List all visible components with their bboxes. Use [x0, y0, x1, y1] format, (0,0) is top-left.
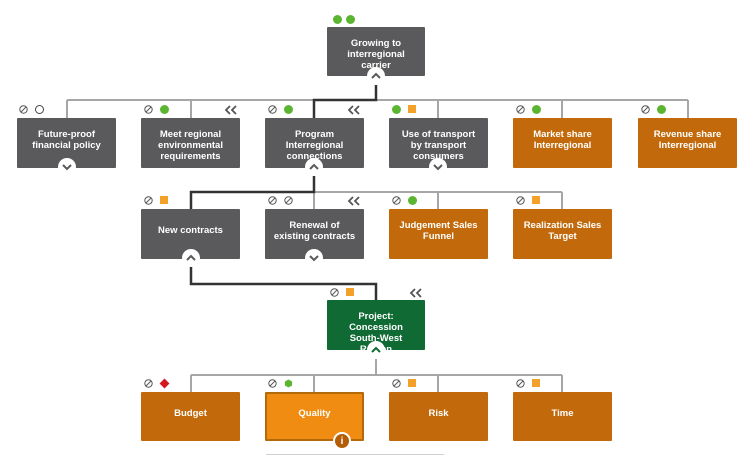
chevron-up-icon — [309, 163, 319, 170]
status-orange-square — [408, 379, 416, 387]
not-applicable-icon — [516, 379, 525, 388]
status-green-dot — [657, 105, 666, 114]
divider — [266, 454, 444, 455]
status-green-dot — [392, 105, 401, 114]
info-icon[interactable]: i — [333, 432, 351, 450]
node-time[interactable]: Time — [513, 392, 612, 441]
double-chevron-left-icon[interactable] — [409, 288, 423, 298]
node-budget[interactable]: Budget — [141, 392, 240, 441]
not-applicable-icon — [641, 105, 650, 114]
connector-active-path-1 — [312, 82, 378, 118]
collapse-toggle[interactable] — [182, 249, 200, 267]
chevron-down-icon — [62, 164, 72, 171]
node-judgement-sales[interactable]: Judgement Sales Funnel — [389, 209, 488, 259]
node-quality[interactable]: Quality — [265, 392, 364, 441]
chevron-up-icon — [371, 346, 381, 353]
not-applicable-icon — [330, 288, 339, 297]
connector-level2 — [191, 191, 563, 209]
status-green-dot — [408, 196, 417, 205]
status-green-hexagon-icon — [284, 379, 293, 388]
not-applicable-icon — [268, 105, 277, 114]
node-title: Budget — [174, 408, 207, 419]
node-title: Revenue share Interregional — [653, 129, 722, 151]
connector-level1 — [66, 99, 689, 118]
node-title: Renewal of existing contracts — [273, 220, 356, 242]
not-applicable-icon — [268, 196, 277, 205]
expand-toggle[interactable] — [58, 158, 76, 176]
node-title: Judgement Sales Funnel — [399, 220, 478, 242]
node-market-share[interactable]: Market share Interregional — [513, 118, 612, 168]
expand-toggle[interactable] — [429, 158, 447, 176]
node-title: Program Interregional connections — [285, 129, 344, 162]
not-applicable-icon — [284, 196, 293, 205]
status-orange-square — [160, 196, 168, 204]
node-title: Quality — [298, 408, 331, 419]
double-chevron-left-icon[interactable] — [347, 105, 361, 115]
node-risk[interactable]: Risk — [389, 392, 488, 441]
status-orange-square — [346, 288, 354, 296]
node-title: Use of transport by transport consumers — [401, 129, 476, 162]
chevron-down-icon — [433, 164, 443, 171]
node-title: Time — [551, 408, 574, 419]
chevron-up-icon — [186, 254, 196, 261]
node-title: Future-proof financial policy — [32, 129, 101, 151]
not-applicable-icon — [268, 379, 277, 388]
not-applicable-icon — [392, 379, 401, 388]
node-title: New contracts — [158, 225, 223, 236]
not-applicable-icon — [516, 105, 525, 114]
chevron-up-icon — [371, 72, 381, 79]
expand-toggle[interactable] — [305, 249, 323, 267]
node-use-of-transport[interactable]: Use of transport by transport consumers — [389, 118, 488, 168]
node-title: Market share Interregional — [533, 129, 592, 151]
collapse-toggle[interactable] — [367, 67, 385, 85]
status-red-diamond — [159, 378, 170, 389]
not-applicable-icon — [392, 196, 401, 205]
info-glyph: i — [340, 435, 344, 447]
connector-level3 — [190, 355, 563, 392]
connector-active-path-2 — [189, 176, 316, 209]
chevron-down-icon — [309, 255, 319, 262]
not-applicable-icon — [144, 105, 153, 114]
status-green-dot — [160, 105, 169, 114]
node-title: Risk — [428, 408, 449, 419]
node-title: Growing to interregional carrier — [347, 38, 405, 71]
collapse-toggle[interactable] — [367, 341, 385, 359]
status-green-dot — [532, 105, 541, 114]
not-applicable-icon — [516, 196, 525, 205]
not-applicable-icon — [19, 105, 28, 114]
status-orange-square — [532, 379, 540, 387]
node-revenue-share[interactable]: Revenue share Interregional — [638, 118, 737, 168]
status-orange-square — [532, 196, 540, 204]
double-chevron-left-icon[interactable] — [224, 105, 238, 115]
status-green-dot — [333, 15, 342, 24]
node-meet-regional[interactable]: Meet regional environmental requirements — [141, 118, 240, 168]
status-green-dot — [346, 15, 355, 24]
double-chevron-left-icon[interactable] — [347, 196, 361, 206]
not-applicable-icon — [144, 196, 153, 205]
not-applicable-icon — [144, 379, 153, 388]
collapse-toggle[interactable] — [305, 158, 323, 176]
node-realization-sales[interactable]: Realization Sales Target — [513, 209, 612, 259]
connector-active-path-3 — [189, 266, 378, 300]
status-empty-dot — [35, 105, 44, 114]
node-title: Meet regional environmental requirements — [158, 129, 223, 162]
status-orange-square — [408, 105, 416, 113]
node-title: Realization Sales Target — [523, 220, 602, 242]
status-green-dot — [284, 105, 293, 114]
